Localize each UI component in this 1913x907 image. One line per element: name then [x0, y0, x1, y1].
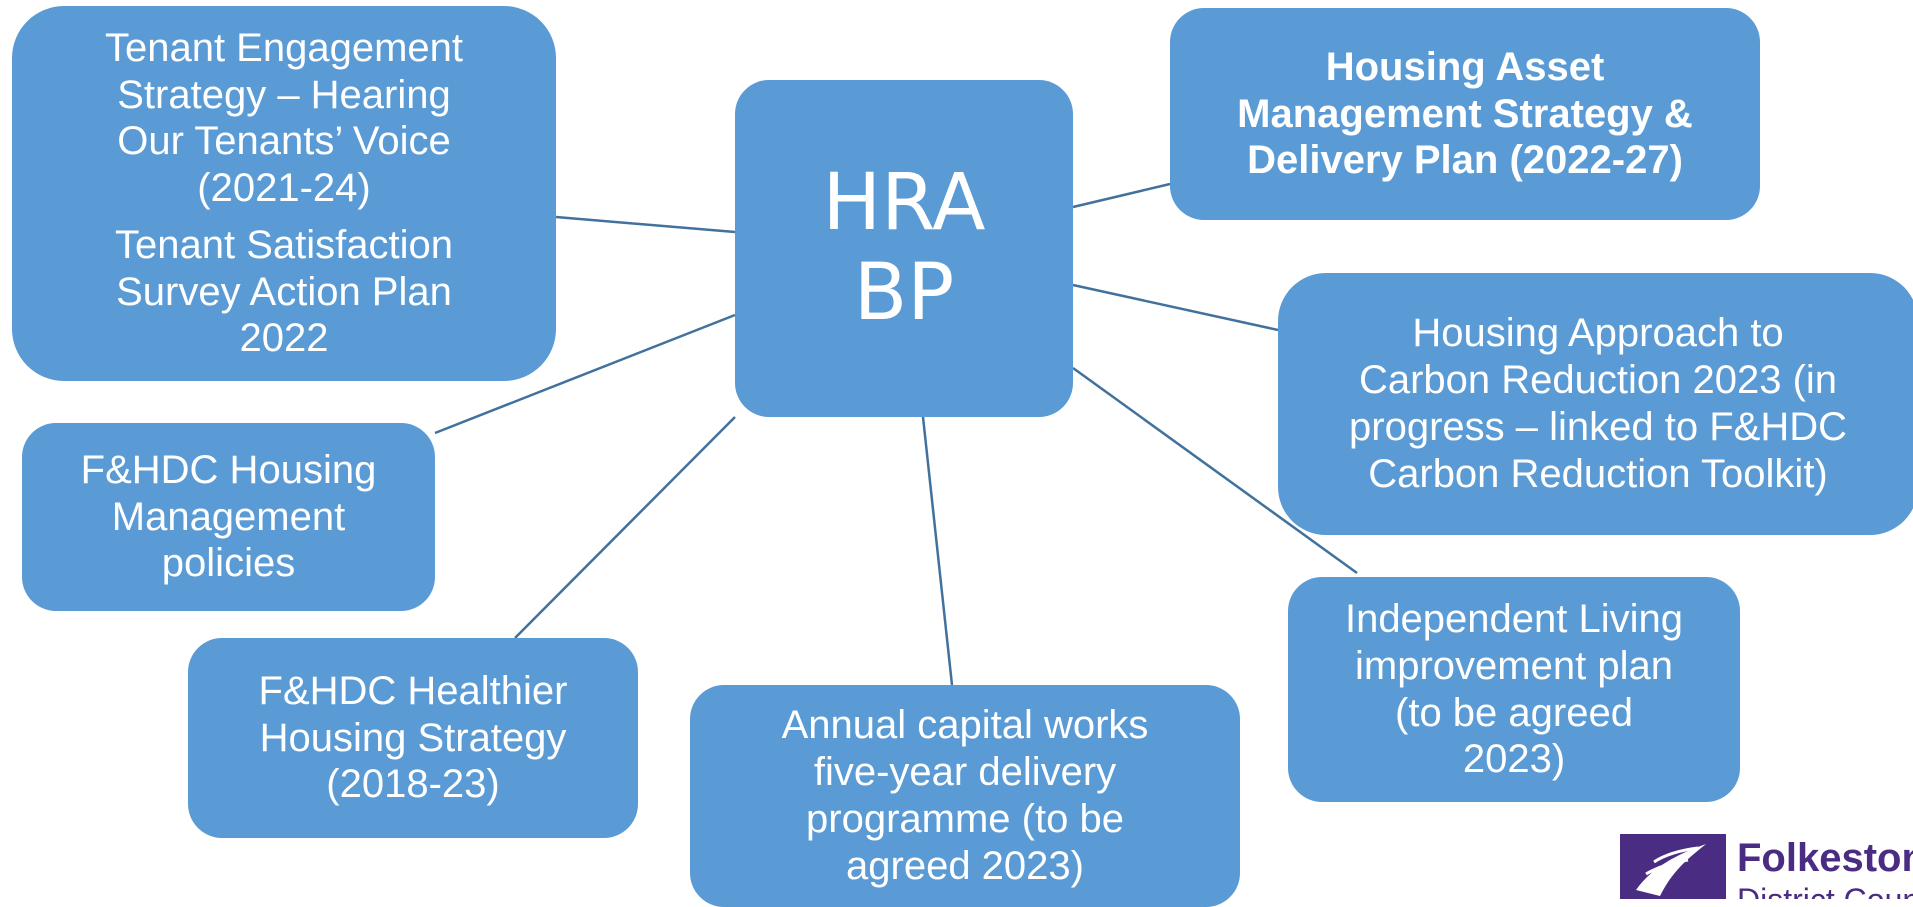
node-text-line: Carbon Reduction Toolkit) [1368, 451, 1828, 496]
connector-capital-works [921, 416, 954, 686]
node-text-line: agreed 2023) [846, 843, 1084, 888]
node-text-line: Housing Approach to [1412, 311, 1784, 356]
center-node-hra-bp: HRA BP [735, 80, 1073, 417]
connector-carbon-reduction [1072, 283, 1279, 332]
node-text-line: Survey Action Plan [116, 269, 452, 314]
center-line-1: HRA [822, 157, 986, 248]
node-text-line: Delivery Plan (2022-27) [1247, 138, 1683, 183]
node-carbon-reduction-approach: Housing Approach to Carbon Reduction 202… [1278, 273, 1913, 535]
node-text-line: (2021-24) [197, 166, 371, 211]
connector-independent-living [1072, 366, 1358, 575]
node-text-line: Independent Living [1344, 596, 1684, 641]
node-text-line: 2022 [239, 316, 329, 361]
node-text-line: policies [161, 541, 296, 586]
node-text-line: Tenant Engagement [104, 25, 464, 70]
node-text-line: Management [111, 494, 346, 539]
node-asset-management-strategy: Housing Asset Management Strategy & Deli… [1170, 8, 1760, 220]
node-text-line: 2023) [1462, 737, 1566, 782]
node-text-line: (2018-23) [326, 762, 500, 807]
node-healthier-housing-strategy: F&HDC Healthier Housing Strategy (2018-2… [188, 638, 638, 838]
folkestone-council-logo: Folkestone District Council [1620, 830, 1913, 899]
node-text-line: Our Tenants’ Voice [117, 119, 451, 164]
node-housing-management-policies: F&HDC Housing Management policies [22, 423, 435, 611]
node-independent-living-plan: Independent Living improvement plan (to … [1288, 577, 1740, 802]
node-text-line: improvement plan [1355, 643, 1673, 688]
node-text-line: Strategy – Hearing [117, 72, 451, 117]
connector-asset-management [1072, 182, 1171, 209]
node-text-line: F&HDC Housing [80, 447, 377, 492]
connector-housing-management [434, 313, 736, 435]
node-text-line: Carbon Reduction 2023 (in [1358, 358, 1838, 403]
node-capital-works-programme: Annual capital works five-year delivery … [690, 685, 1240, 907]
node-text-line: progress – linked to F&HDC [1349, 405, 1847, 449]
node-text-line: Housing Strategy [259, 715, 567, 760]
logo-title: Folkestone [1737, 836, 1913, 880]
node-text-line: programme (to be [806, 797, 1124, 841]
node-text-line: Annual capital works [781, 703, 1149, 748]
node-tenant-engagement-strategy: Tenant Engagement Strategy – Hearing Our… [12, 6, 556, 381]
council-emblem-icon [1620, 834, 1726, 899]
node-text-line: Tenant Satisfaction [115, 222, 453, 267]
node-text-line: five-year delivery [813, 750, 1117, 795]
node-text-line: Management Strategy & [1237, 91, 1693, 136]
node-text-line: F&HDC Healthier [258, 668, 568, 713]
connector-healthier-housing [514, 416, 736, 639]
node-text-line: (to be agreed [1395, 690, 1633, 735]
logo-subtitle: District Council [1737, 882, 1913, 899]
center-line-2: BP [853, 247, 955, 338]
node-text-line: Housing Asset [1325, 44, 1605, 89]
connector-tenant-engagement [555, 215, 736, 234]
